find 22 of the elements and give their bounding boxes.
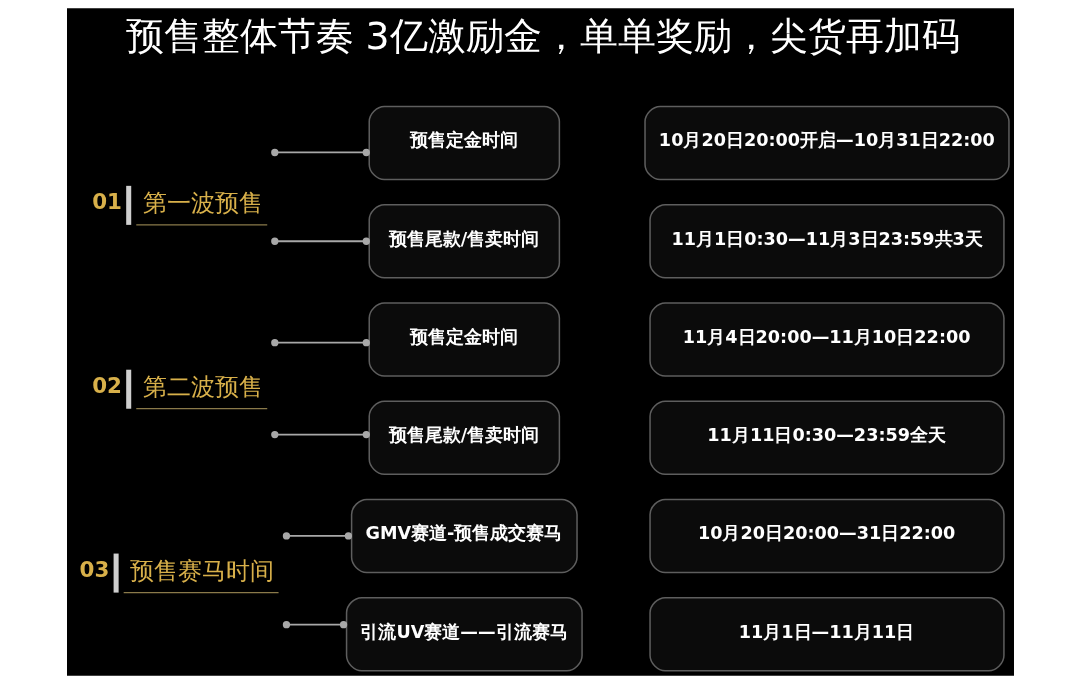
connector (282, 621, 347, 629)
connector (270, 148, 370, 157)
node-label: 02 (91, 373, 122, 399)
node-box: GMV赛道-预售成交赛马 (350, 498, 578, 574)
node-box: 预售尾款/售卖时间 (367, 204, 560, 279)
node-box: 预售定金时间 (367, 302, 560, 377)
node-box: 10月20日20:00开启—10月31日22:00 (643, 105, 1010, 181)
node-box: 预售定金时间 (367, 105, 560, 181)
node-box: 11月11日0:30—23:59全天 (648, 400, 1005, 475)
node-box: 预售尾款/售卖时间 (367, 400, 560, 475)
connector (270, 430, 370, 439)
node-label: 01 (91, 189, 122, 215)
node-label: 03 (79, 556, 109, 582)
node-box: 11月1日—11月11日 (648, 596, 1005, 672)
node-box: 11月4日20:00—11月10日22:00 (648, 302, 1005, 377)
connector (270, 339, 370, 347)
node-box: 引流UV赛道——引流赛马 (345, 596, 583, 672)
diagram-title: 预售整体节奏 3亿激励金，单单奖励，尖货再加码 (125, 13, 960, 58)
connector (282, 532, 352, 540)
connector (270, 237, 370, 245)
node-box: 10月20日20:00—31日22:00 (648, 498, 1005, 574)
node-box: 11月1日0:30—11月3日23:59共3天 (648, 204, 1005, 279)
